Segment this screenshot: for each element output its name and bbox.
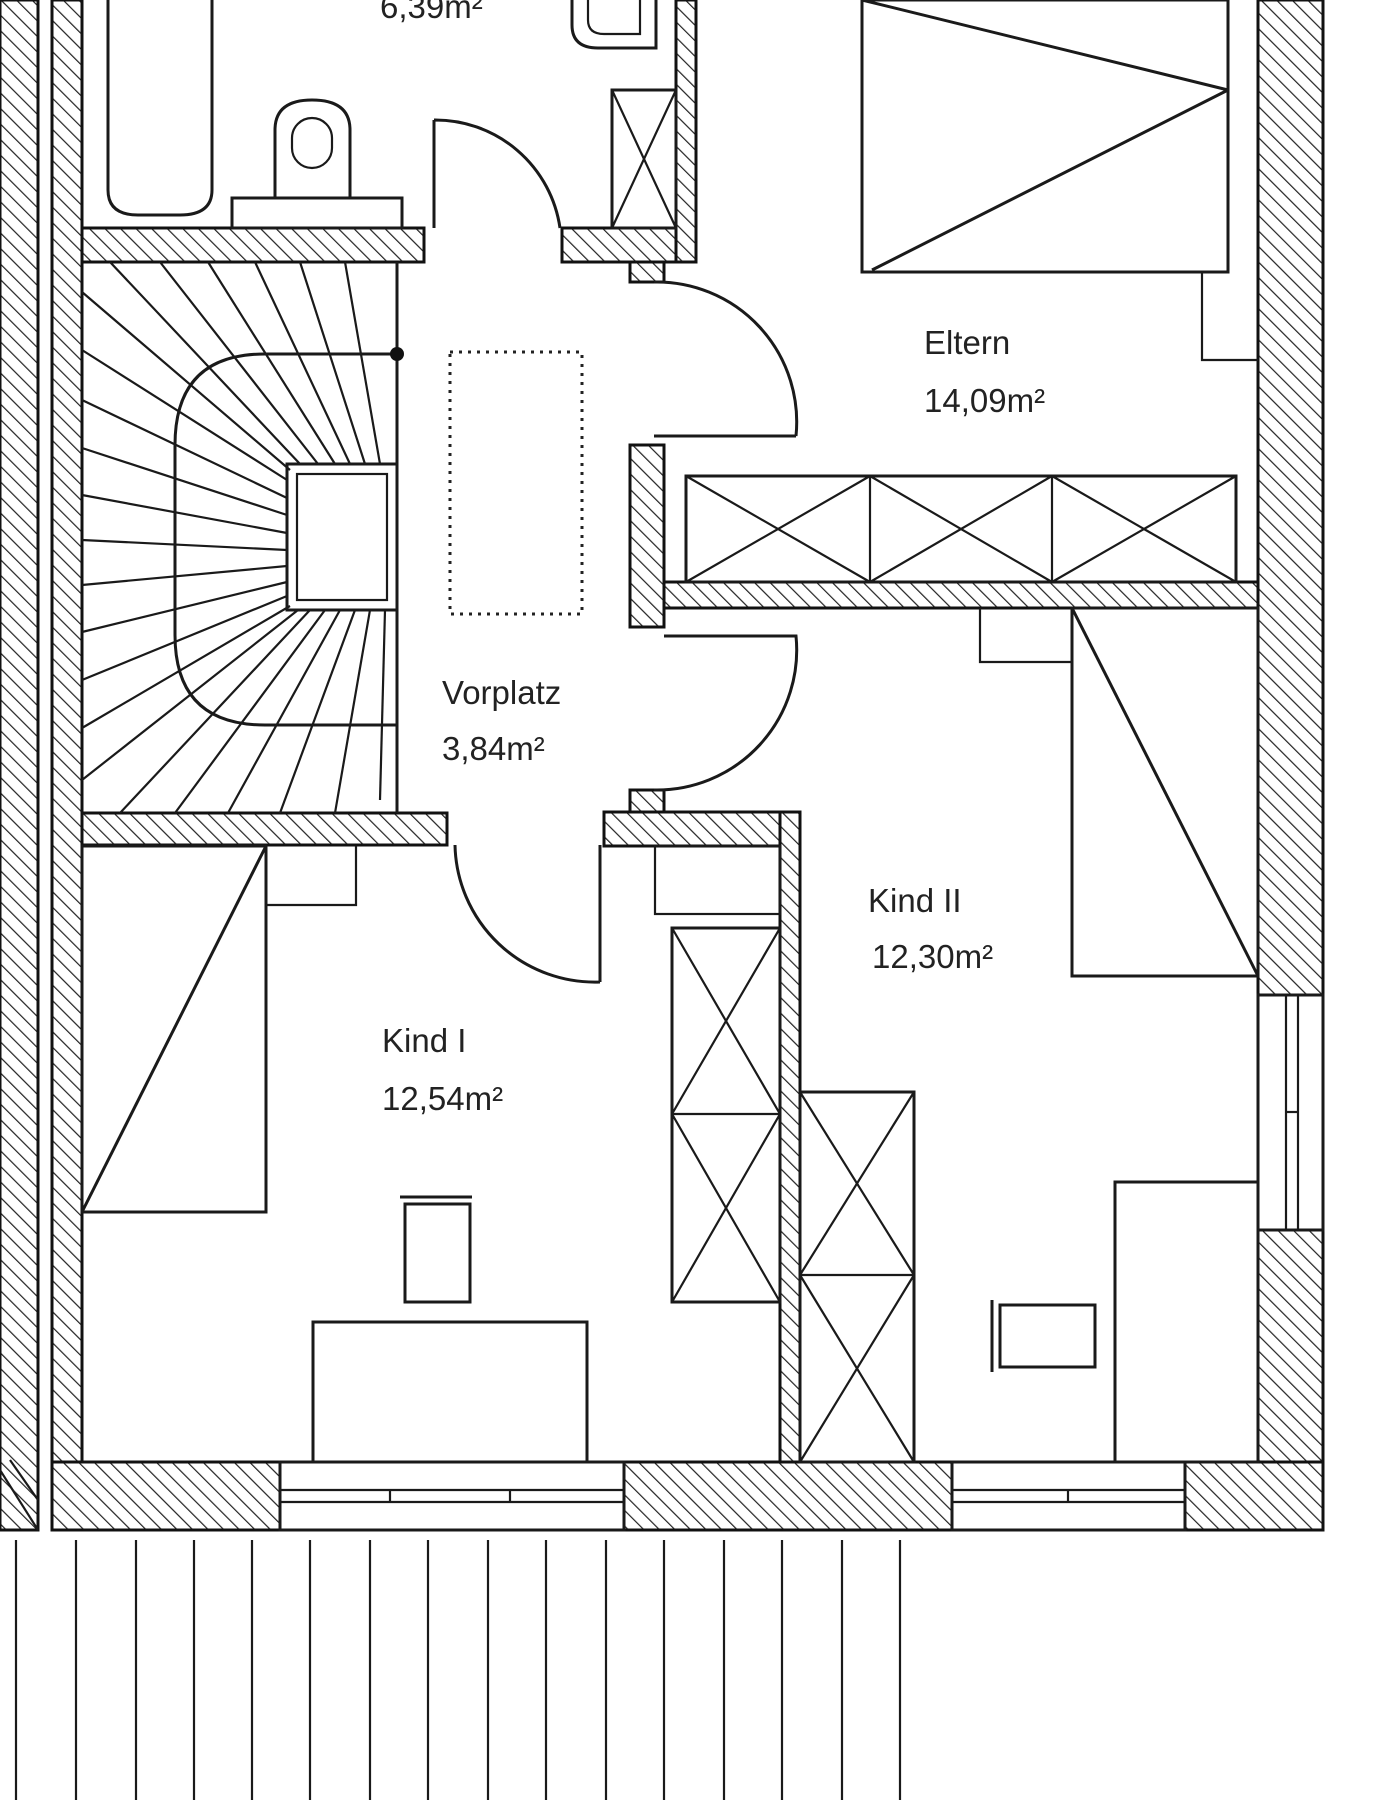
bed-kind1: [80, 844, 268, 1214]
room-area-bad: 6,39m²: [380, 0, 483, 25]
wall-kind-divider: [778, 810, 802, 1464]
attic-hatch: [448, 350, 584, 616]
bed-eltern: [860, 0, 1230, 274]
room-labels: 6,39m² Eltern 14,09m² Vorplatz 3,84m² Ki…: [380, 0, 1045, 1117]
bathtub: [106, 0, 214, 217]
bathroom-fixtures: [106, 0, 678, 230]
room-name-kind2: Kind II: [868, 882, 962, 919]
wall-left: [50, 0, 84, 1464]
washbasin: [570, 0, 658, 50]
window-kind2-side: [1256, 993, 1325, 1232]
room-area-kind2: 12,30m²: [872, 938, 993, 975]
room-name-eltern: Eltern: [924, 324, 1010, 361]
wardrobe-eltern: [684, 474, 1238, 584]
wall-kind-top: [602, 810, 802, 848]
door-eltern: [653, 280, 799, 438]
kind1-fixtures: [80, 844, 782, 1464]
wall-left-outer: [0, 0, 40, 1532]
wall-stair-bottom: [80, 811, 449, 847]
windows: [0, 993, 1325, 1532]
toilet-tank: [230, 196, 404, 230]
window-kind2-bottom: [950, 1460, 1187, 1532]
cabinet-kind1: [653, 844, 782, 916]
window-kind1: [278, 1460, 626, 1532]
door-bath: [432, 118, 562, 229]
wall-eltern-kind2: [662, 580, 1260, 610]
room-area-vorplatz: 3,84m²: [442, 730, 545, 767]
toilet-seat: [290, 116, 334, 170]
vorplatz-fixtures: [448, 280, 799, 984]
jamb-bath: [628, 260, 666, 284]
wall-bath-right: [674, 0, 698, 264]
stair-newel: [285, 462, 399, 612]
wall-bottom-2: [622, 1460, 954, 1532]
jamb-kind2: [628, 788, 666, 814]
kind2-fixtures: [798, 606, 1260, 1464]
room-area-kind1: 12,54m²: [382, 1080, 503, 1117]
deck: [14, 1540, 902, 1800]
wall-right-upper: [1256, 0, 1325, 997]
wall-bottom-3: [1183, 1460, 1325, 1532]
staircase: [81, 261, 404, 814]
bed-kind2: [1070, 606, 1260, 978]
room-area-eltern: 14,09m²: [924, 382, 1045, 419]
room-name-vorplatz: Vorplatz: [442, 674, 561, 711]
door-kind2: [653, 634, 799, 792]
desk-kind1: [311, 1320, 589, 1464]
eltern-fixtures: [684, 0, 1258, 584]
wardrobe-kind2: [798, 1090, 916, 1464]
desk-kind2: [1113, 1180, 1260, 1464]
wall-bottom-1: [50, 1460, 282, 1532]
wall-bath-bottom-left: [80, 226, 426, 264]
walls: [0, 0, 1325, 1532]
room-name-kind1: Kind I: [382, 1022, 466, 1059]
shaft: [610, 88, 678, 230]
toilet-bowl: [273, 98, 352, 198]
wall-vorplatz-east: [628, 443, 666, 629]
stair-handrail: [173, 352, 397, 727]
door-kind1: [453, 844, 602, 984]
chair-kind2: [998, 1303, 1097, 1369]
chair-kind1: [403, 1202, 472, 1304]
